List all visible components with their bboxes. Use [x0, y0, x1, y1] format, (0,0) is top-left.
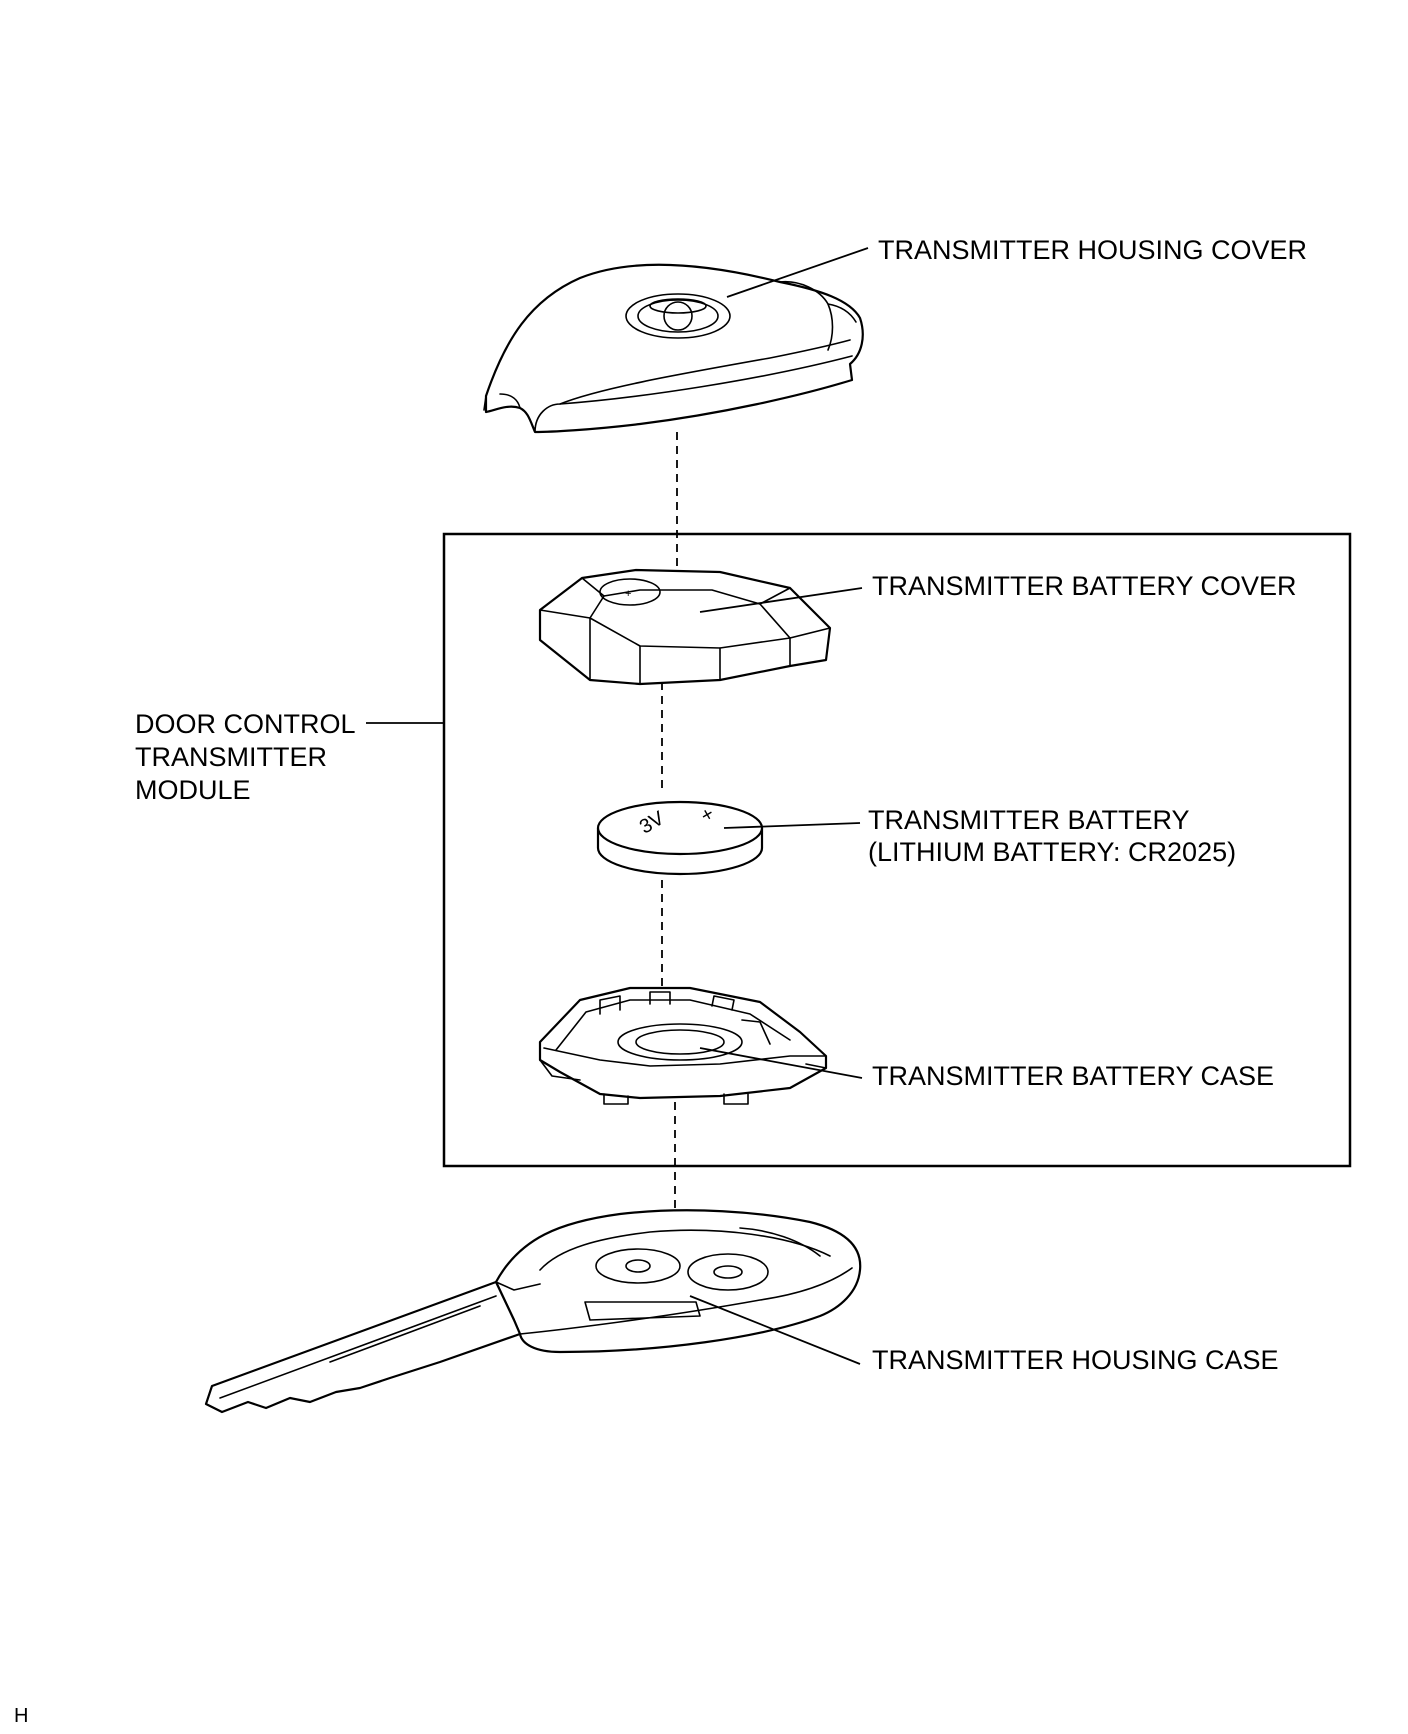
battery-cover-drawing: + [538, 568, 832, 686]
battery-cover-label: TRANSMITTER BATTERY COVER [872, 571, 1297, 601]
housing-cover-label: TRANSMITTER HOUSING COVER [878, 235, 1307, 265]
housing-cover-leader [726, 247, 869, 298]
corner-mark: H [14, 1705, 28, 1727]
battery-case-leader [699, 1047, 863, 1079]
battery-label-line1: TRANSMITTER BATTERY [868, 805, 1190, 835]
battery-drawing: 3V + [596, 800, 764, 876]
housing-cover-drawing [483, 263, 864, 434]
housing-case-drawing [204, 1209, 862, 1414]
battery-cover-polarity: + [625, 588, 631, 600]
battery-leader [723, 822, 861, 829]
module-group-frame [442, 532, 1352, 1168]
housing-case-label: TRANSMITTER HOUSING CASE [872, 1345, 1279, 1375]
battery-case-drawing [538, 986, 828, 1105]
module-label-line2: TRANSMITTER [135, 742, 327, 772]
module-label-line1: DOOR CONTROL [135, 709, 356, 739]
battery-cover-leader [699, 587, 863, 613]
housing-case-leader [689, 1295, 861, 1365]
battery-case-label: TRANSMITTER BATTERY CASE [872, 1061, 1274, 1091]
module-label-line3: MODULE [135, 775, 251, 805]
battery-label-line2: (LITHIUM BATTERY: CR2025) [868, 837, 1236, 867]
